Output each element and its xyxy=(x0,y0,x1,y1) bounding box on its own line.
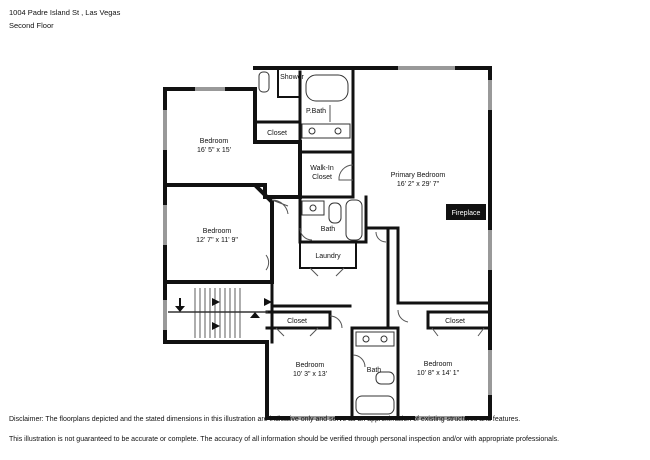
closet-s-label: Closet xyxy=(287,318,307,325)
shower-label: Shower xyxy=(280,74,304,81)
bedroom-s-dims: 10' 3" x 13' xyxy=(293,371,327,378)
wall-walkin xyxy=(298,150,355,199)
bedroom-nw-dims: 16' 5" x 15' xyxy=(197,147,231,154)
walkin-label-1: Walk-In xyxy=(310,165,334,172)
bath-mid-label: Bath xyxy=(321,226,336,233)
bedroom-w-dims: 12' 7" x 11' 9" xyxy=(196,237,238,244)
address-text: 1004 Padre Island St , Las Vegas xyxy=(9,8,121,17)
walkin-label-2: Closet xyxy=(312,174,332,181)
wall-hall-e xyxy=(364,226,400,330)
closet-nw-label: Closet xyxy=(267,130,287,137)
outer-wall-w xyxy=(163,183,274,284)
bedroom-nw-name: Bedroom xyxy=(200,138,229,145)
outer-wall-main xyxy=(163,66,492,420)
bathtub-icon xyxy=(305,74,349,102)
bedroom-se-dims: 10' 8" x 14' 1" xyxy=(417,370,460,377)
disclaimer-line-1: Disclaimer: The floorplans depicted and … xyxy=(9,416,521,423)
primary-dims: 16' 2" x 29' 7" xyxy=(397,181,440,188)
stair-arrows xyxy=(175,298,272,330)
wall-laundry xyxy=(299,241,357,269)
wall-bath-mid xyxy=(298,195,368,244)
pbath-label: P.Bath xyxy=(306,108,326,115)
wall-closet-s xyxy=(265,310,332,330)
wall-bath-s xyxy=(350,326,400,420)
bedroom-w-name: Bedroom xyxy=(203,228,232,235)
fixtures xyxy=(258,71,395,415)
staircase xyxy=(168,288,268,338)
floor-label: Second Floor xyxy=(9,21,54,30)
laundry-label: Laundry xyxy=(315,253,341,260)
wall-primary-s xyxy=(396,226,492,305)
primary-name: Primary Bedroom xyxy=(391,172,446,179)
wall-closet-se xyxy=(426,310,492,330)
wall-shower xyxy=(277,67,301,98)
bedroom-se-name: Bedroom xyxy=(424,361,453,368)
bath-s-label: Bath xyxy=(367,367,382,374)
toilet-icon xyxy=(258,71,270,93)
outer-wall xyxy=(163,87,302,199)
fireplace-label: Fireplace xyxy=(452,210,481,217)
closet-se-label: Closet xyxy=(445,318,465,325)
bedroom-s-name: Bedroom xyxy=(296,362,325,369)
disclaimer-line-2: This illustration is not guaranteed to b… xyxy=(9,436,560,443)
fireplace-box xyxy=(446,204,486,220)
wall-pbath xyxy=(253,70,302,144)
wall-hall-top xyxy=(270,280,352,308)
